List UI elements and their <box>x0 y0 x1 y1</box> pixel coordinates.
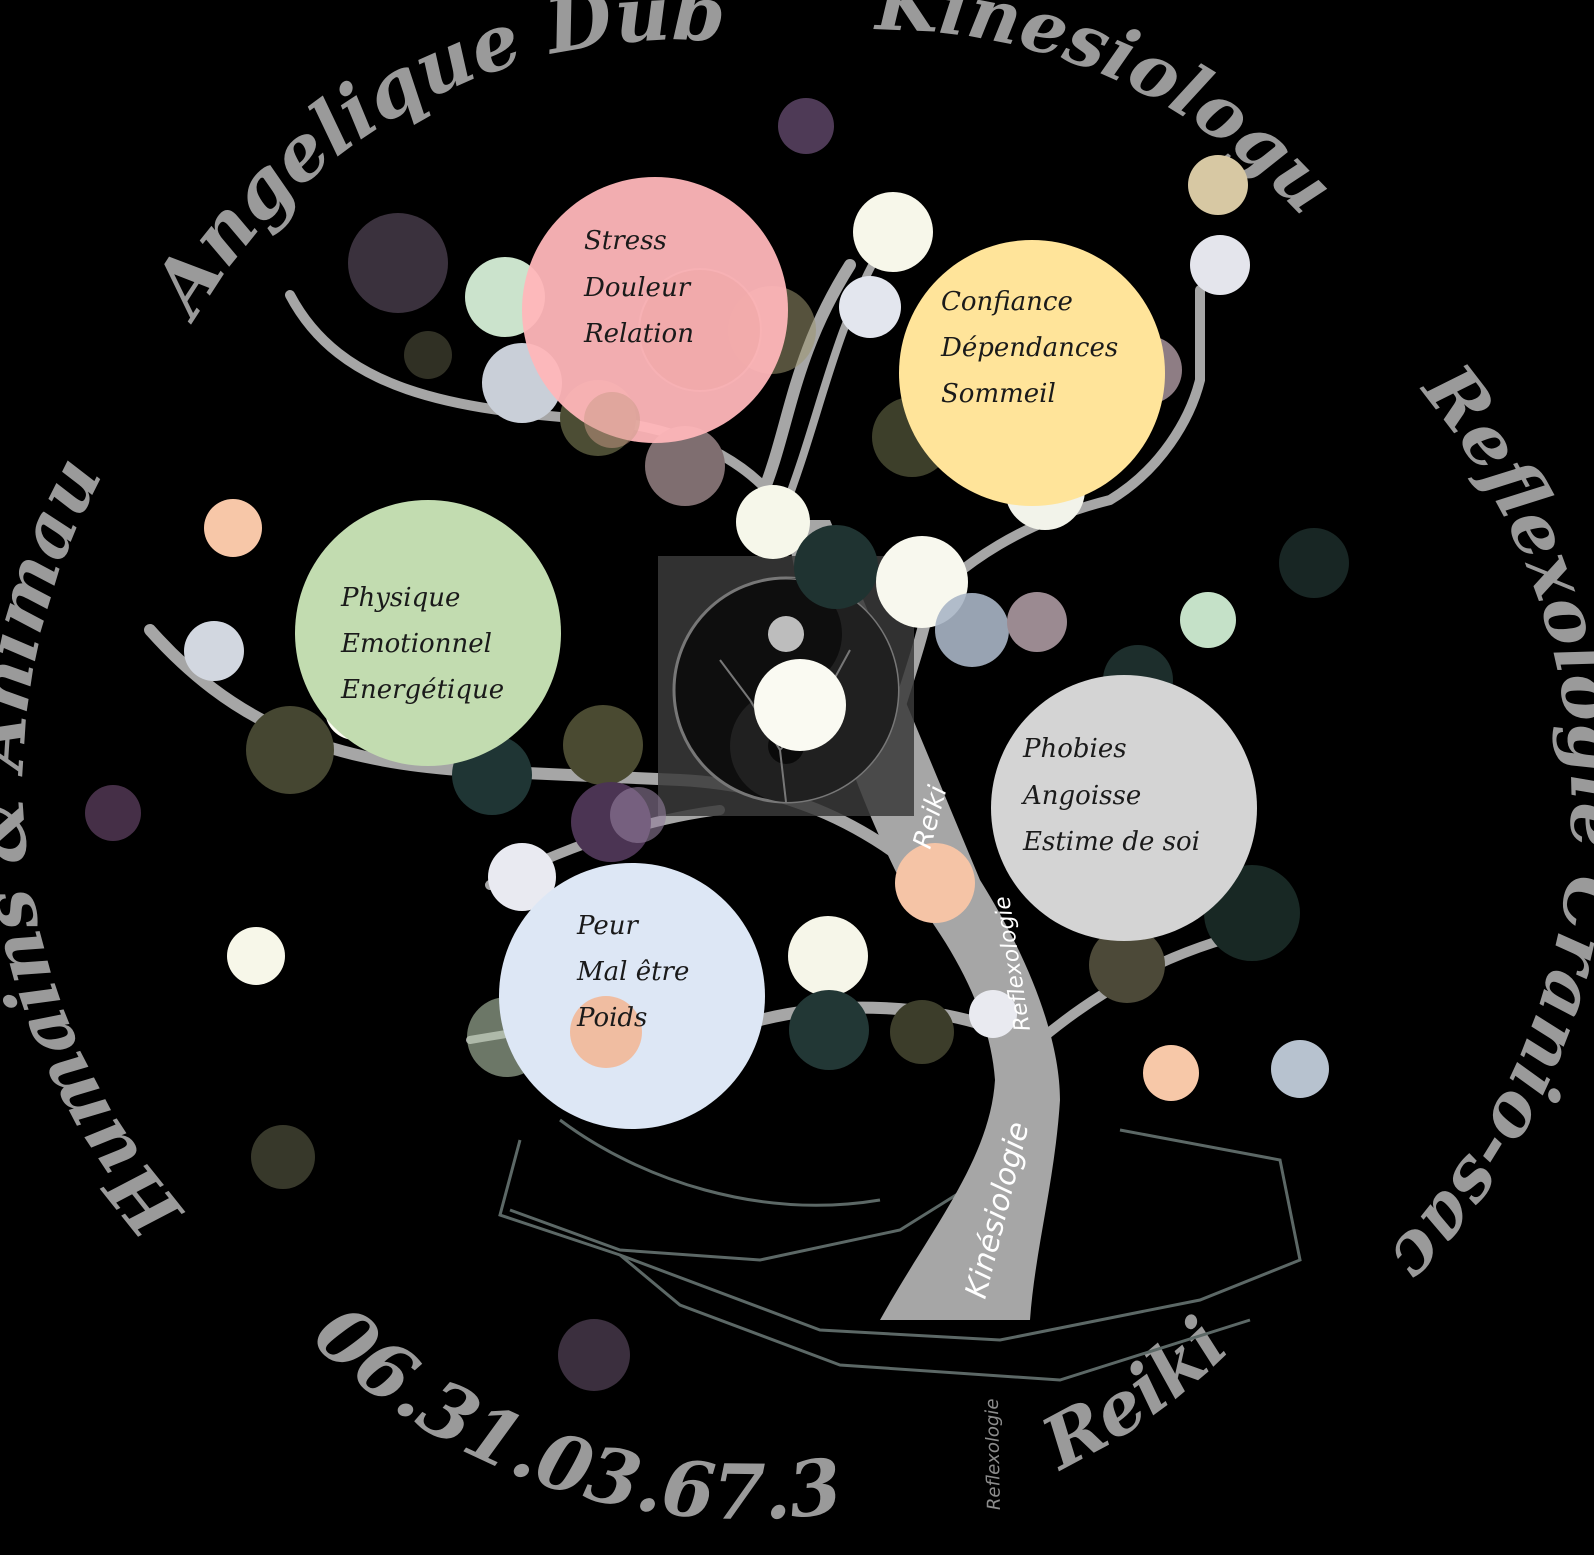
cluster-phobies-line-2: Angoisse <box>1021 781 1141 811</box>
cluster-confiance-line-3: Sommeil <box>941 379 1056 409</box>
cluster-physique: Physique Emotionnel Energétique <box>295 500 561 766</box>
cluster-physique-line-3: Energétique <box>340 675 504 705</box>
cluster-peur: Peur Mal être Poids <box>499 863 765 1129</box>
hands-outline <box>498 1118 1302 1382</box>
cluster-peur-line-2: Mal être <box>576 957 689 987</box>
cluster-confiance-line-1: Confiance <box>941 287 1073 317</box>
cluster-stress-line-3: Relation <box>583 319 694 349</box>
cluster-physique-line-2: Emotionnel <box>340 629 492 659</box>
cluster-phobies: Phobies Angoisse Estime de soi <box>991 675 1257 941</box>
cluster-confiance: Confiance Dépendances Sommeil <box>899 240 1165 506</box>
cluster-confiance-line-2: Dépendances <box>940 333 1118 363</box>
audience-label: Humains & Animaux <box>0 0 199 1255</box>
trunk-faint-text: Reflexologie <box>982 1398 1005 1510</box>
cluster-phobies-line-3: Estime de soi <box>1022 827 1200 857</box>
cluster-peur-line-3: Poids <box>576 1003 647 1033</box>
cluster-physique-line-1: Physique <box>340 583 460 613</box>
cluster-phobies-line-1: Phobies <box>1022 734 1127 764</box>
cluster-stress-line-2: Douleur <box>583 273 692 303</box>
cluster-stress: Stress Douleur Relation <box>522 177 788 448</box>
cluster-peur-line-1: Peur <box>576 911 639 941</box>
cluster-stress-line-1: Stress <box>584 226 667 256</box>
